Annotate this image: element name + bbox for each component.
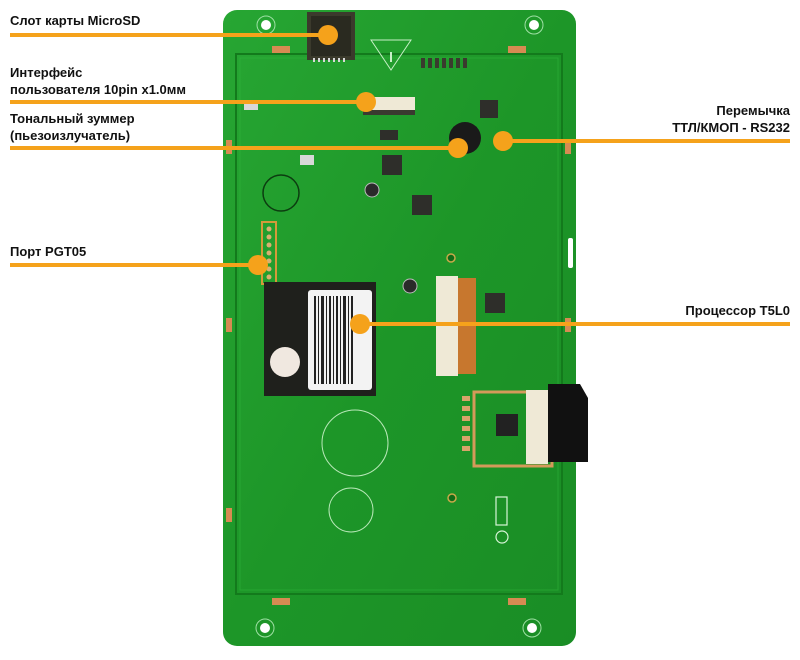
callout-line-pgt05 [10,255,268,275]
callout-label-jumper: Перемычка ТТЛ/КМОП - RS232 [672,102,790,136]
mounting-hole-icon [524,15,544,35]
callout-lines [10,25,790,334]
callout-label-microsd: Слот карты MicroSD [10,12,140,29]
callout-label-cpu: Процессор T5L0 [685,302,790,319]
callout-line-microsd [10,25,338,45]
mounting-hole-icon [522,618,542,638]
pcb-board [223,10,588,646]
warning-triangle-icon [370,39,412,71]
via-icon [447,493,457,503]
capacitor [364,182,380,198]
pcb-outline [223,10,576,646]
cpu-module [264,282,376,396]
callout-text: (пьезоизлучатель) [10,128,131,143]
touch-controller [462,384,588,468]
callout-label-user-interface: Интерфейс пользователя 10pin x1.0мм [10,64,186,98]
callout-text: Слот карты MicroSD [10,13,141,28]
callout-line-user-interface [10,92,376,112]
callout-text: Тональный зуммер [10,111,135,126]
callout-line-jumper [493,131,790,151]
callout-text: ТТЛ/КМОП - RS232 [672,120,790,135]
callout-line-buzzer [10,138,468,158]
mounting-hole-icon [255,618,275,638]
callout-text: Процессор T5L0 [685,303,790,318]
callout-text: Перемычка [716,103,790,118]
battery-holder [321,409,389,533]
callout-label-pgt05: Порт PGT05 [10,243,86,260]
capacitor [402,278,418,294]
edge-slot [568,238,573,268]
certification-marks [495,496,509,544]
logo-mark [262,174,300,212]
callout-text: Порт PGT05 [10,244,87,259]
smd-components [244,100,505,313]
callout-text: Интерфейс [10,65,83,80]
top-connector [421,58,467,68]
user-interface-connector [363,97,415,115]
via-icon [446,253,456,263]
callout-text: пользователя 10pin x1.0мм [10,82,187,97]
callout-label-buzzer: Тональный зуммер (пьезоизлучатель) [10,110,135,144]
barcode [314,296,353,384]
callout-line-cpu [350,314,790,334]
qc-sticker [270,347,300,377]
